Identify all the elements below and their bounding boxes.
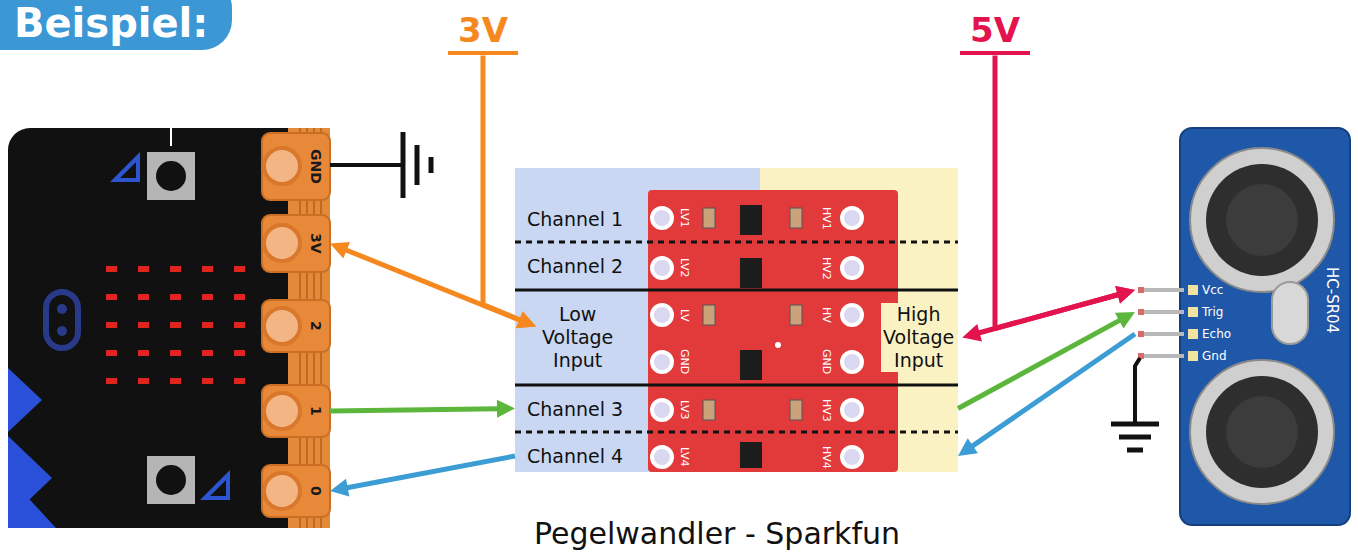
pin-label: GND: [821, 349, 832, 374]
connector-line: [995, 55, 1120, 328]
transducers: [1190, 148, 1334, 504]
pin-label: GND: [679, 349, 690, 374]
connector-arrow: [995, 55, 1135, 328]
node-text: Gnd: [1202, 349, 1227, 363]
node-text: Channel 4: [527, 445, 623, 467]
channel-band: Channel 3: [515, 385, 958, 432]
node-text: 1: [309, 406, 323, 416]
supply-label: 3V: [448, 12, 518, 55]
pin-pad: 3V: [262, 215, 330, 272]
sensor-pin: Vcc: [1135, 280, 1227, 300]
arrow-head: [1115, 286, 1135, 303]
pin-label: LV1: [679, 208, 690, 227]
node-text: Trig: [1202, 305, 1223, 319]
part-name: HC-SR04: [1324, 267, 1339, 333]
connector-arrow: [330, 400, 515, 418]
connector-line: [958, 320, 1121, 409]
connector-line: [971, 334, 1135, 447]
channel-band: Channel 1: [515, 195, 958, 242]
node-text: 3V: [458, 10, 508, 50]
pin-label: HV1: [821, 207, 832, 230]
title-badge: Beispiel:: [0, 0, 232, 50]
arrow-head: [1115, 286, 1135, 303]
pin-label: LV3: [679, 400, 690, 419]
node-text: 3V: [309, 233, 323, 254]
node-text: Vcc: [1202, 283, 1223, 297]
arrow-head: [330, 242, 350, 259]
caption: Pegelwandler - Sparkfun: [534, 516, 900, 551]
channel-dividers: [515, 242, 958, 432]
led-matrix: [106, 266, 245, 384]
connector-line: [330, 409, 499, 411]
node-text: Channel 3: [527, 398, 623, 420]
pin-pads: [262, 133, 330, 517]
microbit-logo: [46, 292, 78, 348]
pin-label: LV2: [679, 258, 690, 277]
board-pads: [652, 208, 862, 467]
connector-arrow: [330, 456, 515, 496]
pin-pad: GND: [262, 133, 330, 200]
node-text: High Voltage Input: [881, 303, 956, 371]
connector-line: [483, 55, 521, 320]
sensor-pin: Trig: [1135, 302, 1227, 322]
node-text: 2: [309, 321, 323, 331]
arrow-head: [330, 479, 349, 497]
crystal: [1272, 282, 1308, 344]
sensor-pin: Gnd: [1135, 346, 1231, 366]
ground-symbol: [330, 132, 431, 198]
node-text: Echo: [1202, 327, 1231, 341]
arrow-head: [958, 438, 978, 456]
arrow-head: [516, 311, 536, 328]
node-text: GND: [309, 149, 323, 184]
node-text: 0: [309, 486, 323, 496]
microbit-board: [8, 128, 330, 528]
pin-label: LV4: [679, 447, 690, 466]
connector-line: [346, 456, 515, 488]
pin-label: HV2: [821, 257, 832, 280]
channel-band: Channel 2: [515, 242, 958, 290]
pin-label: HV: [821, 307, 832, 323]
arrow-head: [1115, 312, 1135, 329]
node-text: Channel 2: [527, 255, 623, 277]
shifter-board: [648, 190, 898, 472]
sensor-board: [1180, 128, 1350, 525]
connector-arrow: [483, 55, 536, 328]
node-text: 5V: [970, 10, 1020, 50]
node-text: Low Voltage Input: [542, 303, 613, 371]
arrow-head: [497, 400, 515, 418]
pin-label: LV: [679, 309, 690, 321]
node-text: Channel 1: [527, 208, 623, 230]
corner-triangles: [8, 368, 56, 528]
pin-label: HV4: [821, 446, 832, 469]
connector-arrow: [958, 334, 1135, 456]
arrow-head: [962, 324, 982, 341]
channel-band: Channel 4: [515, 432, 958, 480]
voltage-input: Low Voltage Input: [536, 292, 619, 383]
pin-pad: 1: [262, 385, 330, 437]
pin-pad: 2: [262, 300, 330, 352]
ground-symbol: [1111, 358, 1159, 450]
sensor-pin: Echo: [1135, 324, 1235, 344]
board-parts: [703, 205, 802, 468]
pin-pad: 0: [262, 465, 330, 517]
buttons: [110, 128, 230, 504]
pin-header: [1138, 285, 1198, 361]
supply-label: 5V: [960, 12, 1030, 55]
voltage-input: High Voltage Input: [875, 292, 962, 383]
pin-label: HV3: [821, 399, 832, 422]
